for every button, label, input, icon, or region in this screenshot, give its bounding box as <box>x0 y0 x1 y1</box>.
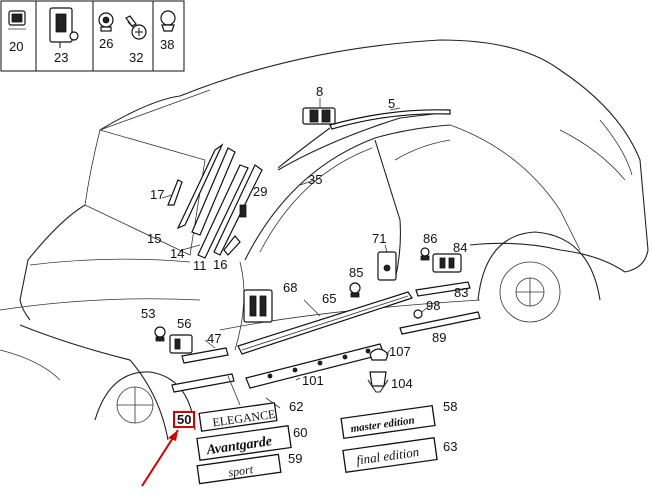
part-label: 16 <box>213 257 227 272</box>
part-label: 15 <box>147 231 161 246</box>
grommet-part-icon <box>98 12 114 32</box>
highlighted-part-50[interactable]: 50 <box>141 411 195 487</box>
part-label: 5 <box>388 96 395 111</box>
badge-elegance: ELEGANCE <box>198 402 278 432</box>
part-label: 14 <box>170 246 184 261</box>
part-label: 58 <box>443 399 457 414</box>
part-label: 47 <box>207 331 221 346</box>
part-label: 53 <box>141 306 155 321</box>
part-label: 60 <box>293 425 307 440</box>
clip-part-icon <box>8 10 26 30</box>
clip-86 <box>420 247 430 261</box>
moulding-47 <box>171 347 235 393</box>
part-label: 65 <box>322 291 336 306</box>
badge-final-edition: final edition <box>342 436 438 474</box>
strip-89 <box>399 311 481 335</box>
clip-8 <box>302 107 336 125</box>
car-body-outline <box>0 39 649 441</box>
part-label: 71 <box>372 231 386 246</box>
handle-71 <box>377 251 397 281</box>
clip-107 <box>369 348 389 361</box>
legend-label: 32 <box>129 50 143 65</box>
part-label: 29 <box>253 184 267 199</box>
clip-53 <box>154 326 166 342</box>
part-label-highlighted: 50 <box>177 412 191 427</box>
part-label: 11 <box>193 258 207 273</box>
badge-sport-text: sport <box>227 462 254 479</box>
leader-lines <box>161 98 431 409</box>
screw-part-icon <box>125 15 147 40</box>
clip-98 <box>413 309 423 319</box>
part-label: 8 <box>316 84 323 99</box>
strip-83 <box>415 281 471 297</box>
part-label: 86 <box>423 231 437 246</box>
part-label: 17 <box>150 187 164 202</box>
legend-label: 20 <box>9 39 23 54</box>
part-labels: 8 5 35 17 15 14 11 16 29 71 86 84 85 68 … <box>141 84 468 466</box>
pillar-trims <box>167 143 263 259</box>
part-label: 35 <box>308 172 322 187</box>
part-label: 68 <box>283 280 297 295</box>
part-label: 56 <box>177 316 191 331</box>
part-label: 89 <box>432 330 446 345</box>
part-label: 85 <box>349 265 363 280</box>
parts-legend: 20 23 26 32 38 <box>0 0 185 72</box>
part-label: 107 <box>389 344 411 359</box>
bracket-part-icon <box>49 7 79 48</box>
grommet-85 <box>349 282 361 298</box>
door-moulding-65 <box>237 291 413 355</box>
part-label: 101 <box>302 373 324 388</box>
part-label: 83 <box>454 285 468 300</box>
legend-label: 26 <box>99 36 113 51</box>
bracket-84 <box>432 253 462 273</box>
part-label: 62 <box>289 399 303 414</box>
part-label: 98 <box>426 298 440 313</box>
legend-label: 38 <box>160 37 174 52</box>
bracket-56 <box>169 334 193 354</box>
part-label: 84 <box>453 240 467 255</box>
part-label: 63 <box>443 439 457 454</box>
part-label: 59 <box>288 451 302 466</box>
arrow-head-icon <box>168 430 178 441</box>
highlight-box <box>173 411 195 428</box>
roof-rail-trim <box>277 109 451 169</box>
badge-master-edition: master edition <box>340 404 436 440</box>
bracket-68 <box>243 289 273 323</box>
clip-104 <box>367 371 389 393</box>
badge-sport: sport <box>196 453 282 485</box>
plug-part-icon <box>160 10 176 32</box>
part-label: 104 <box>391 376 413 391</box>
legend-label: 23 <box>54 50 68 65</box>
